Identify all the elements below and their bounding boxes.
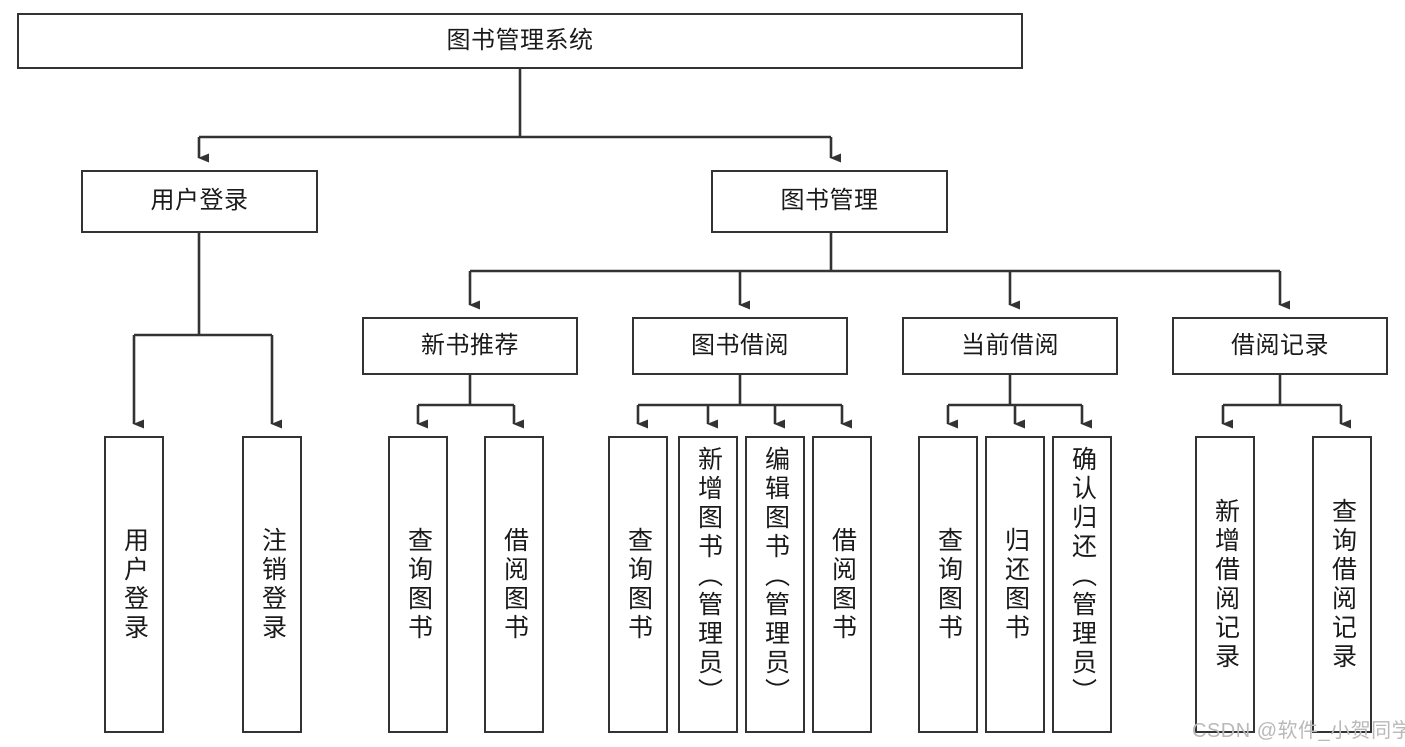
node-label: 归还图书 [1001, 526, 1030, 643]
node-label: 查询借阅记录 [1328, 497, 1357, 672]
leaf-user-login[interactable]: 用户登录 [104, 436, 164, 733]
node-label: 编辑图书（管理员） [761, 446, 790, 707]
leaf-return-book[interactable]: 归还图书 [985, 436, 1045, 733]
node-label: 确认归还（管理员） [1068, 446, 1097, 707]
leaf-edit-book-admin[interactable]: 编辑图书（管理员） [745, 436, 805, 733]
leaf-confirm-return-admin[interactable]: 确认归还（管理员） [1052, 436, 1112, 733]
node-label: 查询图书 [934, 526, 963, 643]
node-root-book-management-system[interactable]: 图书管理系统 [17, 13, 1023, 69]
node-label: 新增图书（管理员） [694, 446, 723, 707]
leaf-query-book-current[interactable]: 查询图书 [918, 436, 978, 733]
node-label: 用户登录 [150, 187, 249, 215]
leaf-query-borrow-record[interactable]: 查询借阅记录 [1312, 436, 1372, 733]
node-user-login[interactable]: 用户登录 [81, 170, 318, 233]
node-book-manage[interactable]: 图书管理 [711, 170, 948, 233]
node-label: 查询图书 [624, 526, 653, 643]
node-label: 用户登录 [120, 526, 149, 643]
node-label: 图书管理系统 [446, 26, 594, 54]
node-borrow-record[interactable]: 借阅记录 [1172, 317, 1388, 375]
node-label: 注销登录 [258, 526, 287, 643]
leaf-add-borrow-record[interactable]: 新增借阅记录 [1195, 436, 1255, 733]
node-new-book-recommend[interactable]: 新书推荐 [362, 317, 578, 375]
node-label: 图书借阅 [691, 331, 789, 359]
node-label: 新书推荐 [421, 331, 519, 359]
node-label: 图书管理 [780, 187, 879, 215]
node-label: 当前借阅 [961, 331, 1059, 359]
leaf-query-book-borrow[interactable]: 查询图书 [608, 436, 668, 733]
node-label: 借阅图书 [500, 526, 529, 643]
node-label: 新增借阅记录 [1211, 497, 1240, 672]
node-label: 查询图书 [404, 526, 433, 643]
leaf-logout-login[interactable]: 注销登录 [242, 436, 302, 733]
leaf-borrow-book[interactable]: 借阅图书 [812, 436, 872, 733]
node-book-borrow[interactable]: 图书借阅 [632, 317, 848, 375]
node-label: 借阅图书 [828, 526, 857, 643]
node-label: 借阅记录 [1231, 331, 1329, 359]
csdn-watermark: CSDN @软件_小贺同学 [1192, 720, 1405, 742]
leaf-add-book-admin[interactable]: 新增图书（管理员） [678, 436, 738, 733]
leaf-borrow-book-recommend[interactable]: 借阅图书 [484, 436, 544, 733]
node-current-borrow[interactable]: 当前借阅 [902, 317, 1118, 375]
leaf-query-book-recommend[interactable]: 查询图书 [388, 436, 448, 733]
